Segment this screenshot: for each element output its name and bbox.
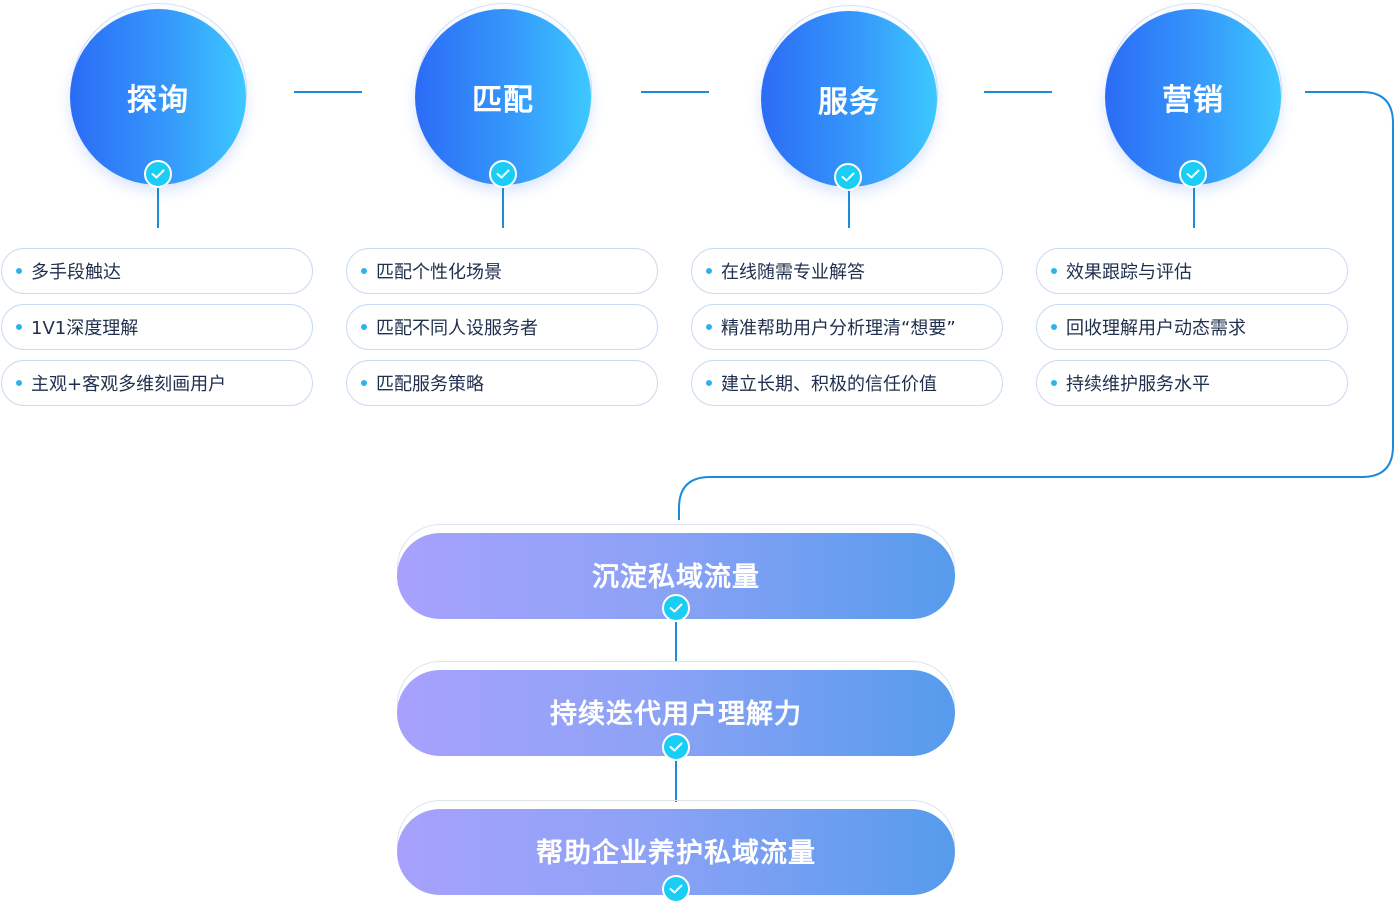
check-icon [1179, 160, 1207, 188]
stage-item: 1V1深度理解 [1, 304, 313, 350]
bullet-dot-icon [16, 324, 22, 330]
stage-stem [157, 186, 159, 228]
stage-item: 主观+客观多维刻画用户 [1, 360, 313, 406]
outcome-connector [675, 620, 677, 662]
outcome-label: 帮助企业养护私域流量 [536, 837, 816, 869]
connector-3-4 [984, 91, 1052, 93]
stage-circle: 营销 [1105, 9, 1281, 185]
bullet-dot-icon [706, 380, 712, 386]
stage-circle: 匹配 [415, 9, 591, 185]
stage-title: 营销 [1162, 83, 1224, 118]
check-icon [834, 163, 862, 191]
stage-item: 匹配不同人设服务者 [346, 304, 658, 350]
stage-stem [848, 188, 850, 228]
bullet-dot-icon [1051, 380, 1057, 386]
bullet-dot-icon [361, 268, 367, 274]
bullet-dot-icon [16, 268, 22, 274]
check-icon [144, 160, 172, 188]
stage-circle: 服务 [761, 11, 937, 187]
stage-item: 建立长期、积极的信任价值 [691, 360, 1003, 406]
check-icon [489, 160, 517, 188]
connector-2-3 [641, 91, 709, 93]
check-icon [662, 875, 690, 903]
bullet-dot-icon [361, 324, 367, 330]
stage-item: 效果跟踪与评估 [1036, 248, 1348, 294]
stage-item: 持续维护服务水平 [1036, 360, 1348, 406]
stage-item: 多手段触达 [1, 248, 313, 294]
stage-item: 在线随需专业解答 [691, 248, 1003, 294]
outcome-label: 沉淀私域流量 [592, 561, 760, 593]
stage-item: 匹配个性化场景 [346, 248, 658, 294]
stage-item: 匹配服务策略 [346, 360, 658, 406]
bullet-dot-icon [16, 380, 22, 386]
outcome-label: 持续迭代用户理解力 [550, 698, 802, 730]
stage-stem [1193, 186, 1195, 228]
outcome-connector [675, 758, 677, 802]
bullet-dot-icon [1051, 324, 1057, 330]
stage-item: 回收理解用户动态需求 [1036, 304, 1348, 350]
bullet-dot-icon [1051, 268, 1057, 274]
stage-item: 精准帮助用户分析理清“想要” [691, 304, 1003, 350]
bullet-dot-icon [361, 380, 367, 386]
bullet-dot-icon [706, 324, 712, 330]
stage-stem [502, 186, 504, 228]
stage-title: 匹配 [472, 83, 534, 118]
stage-circle: 探询 [70, 9, 246, 185]
stage-title: 探询 [127, 83, 189, 118]
check-icon [662, 733, 690, 761]
connector-1-2 [294, 91, 362, 93]
check-icon [662, 594, 690, 622]
stage-title: 服务 [818, 85, 880, 120]
bullet-dot-icon [706, 268, 712, 274]
